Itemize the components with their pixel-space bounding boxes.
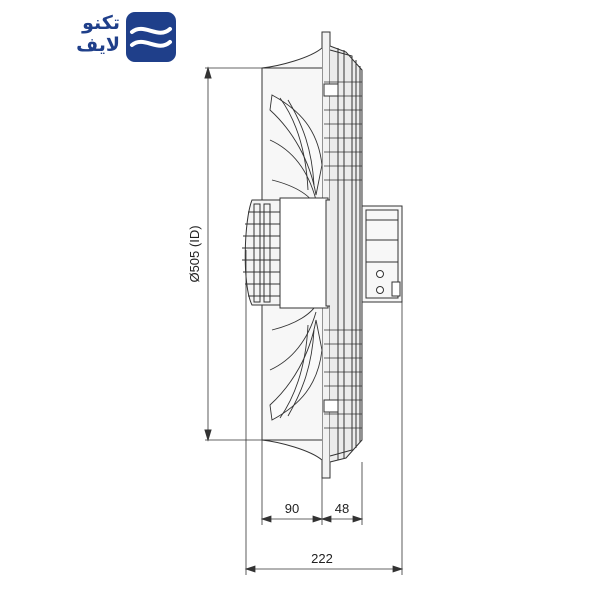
depth-guard-label: 48 <box>335 501 349 516</box>
extension-lines <box>245 250 403 575</box>
brand-name-line1: تکنو <box>82 12 120 34</box>
depth-motor-label: 90 <box>285 501 299 516</box>
dimension-222 <box>244 565 404 573</box>
dimension-90 <box>260 515 324 523</box>
finger-guard <box>323 45 363 463</box>
wave-logo-icon <box>126 12 176 62</box>
brand-name-line2: لایف <box>76 34 120 56</box>
impeller-blades <box>269 94 323 421</box>
brand-name: تکنو لایف <box>50 12 120 56</box>
total-depth-label: 222 <box>311 551 333 566</box>
dimension-diameter <box>204 66 262 442</box>
diameter-label: Ø505 (ID) <box>187 225 202 282</box>
terminal-box <box>361 205 403 303</box>
dimension-48 <box>320 515 364 523</box>
brand-logo: تکنو لایف <box>50 10 180 66</box>
rotor-hub <box>242 199 281 306</box>
